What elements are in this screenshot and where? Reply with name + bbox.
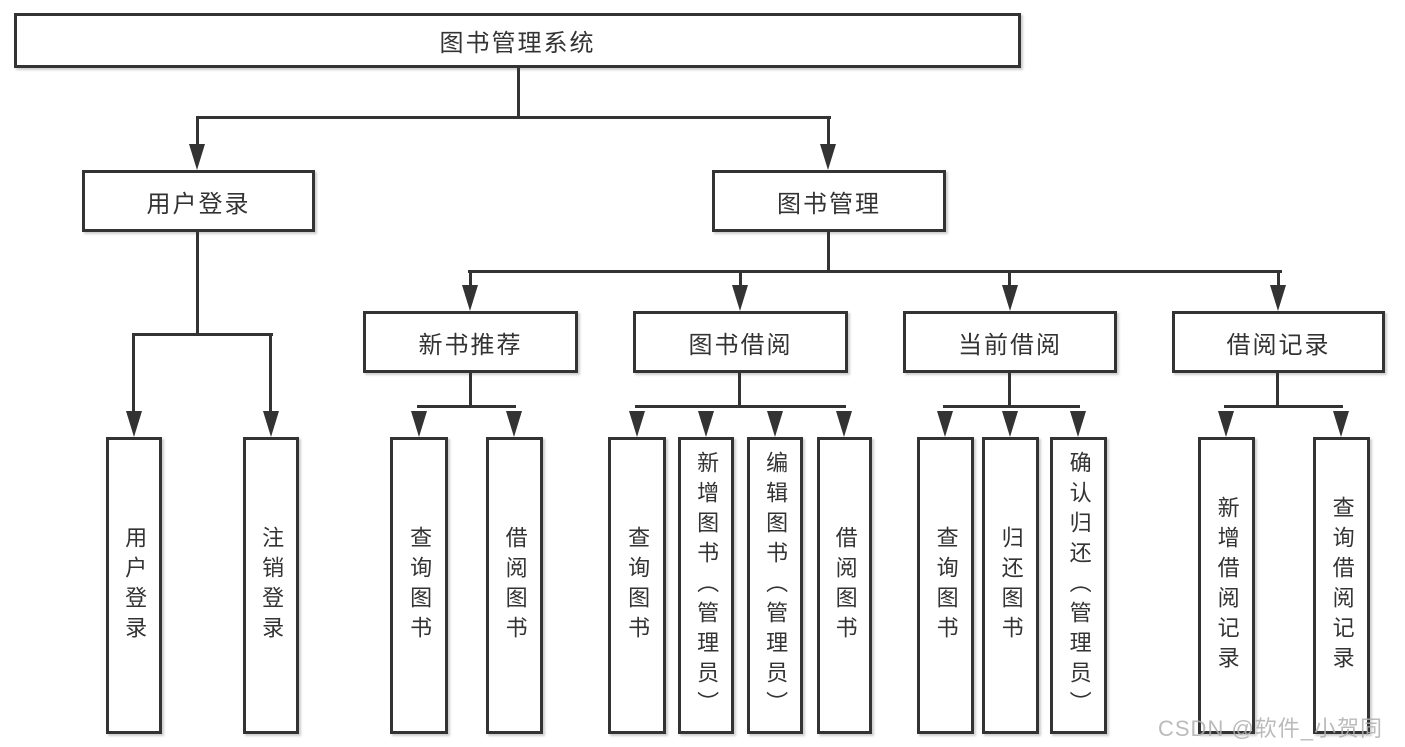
connector-borrow-records-rail [1224,405,1343,408]
node-current-borrowing: 当前借阅 [903,311,1117,373]
arrowhead-br-add-record [1218,411,1234,437]
arrowhead-current-borrowing [1002,285,1018,311]
connector-current-borrowing-rail [943,405,1080,408]
arrowhead-leaf-logout [263,411,279,437]
arrowhead-bb-add-books [698,411,714,437]
arrowhead-borrow-records [1270,285,1286,311]
node-cb-return-books: 归还图书 [982,437,1039,734]
connector-stem-book-borrowing [739,273,742,287]
arrowhead-cb-query-books [937,411,953,437]
node-leaf-user-login: 用户登录 [106,437,162,734]
node-cb-return-books-label: 归还图书 [998,525,1024,646]
node-new-book-recommend: 新书推荐 [363,311,578,373]
node-br-query-record-label: 查询借阅记录 [1329,495,1355,676]
arrowhead-cb-return-books [1002,411,1018,437]
arrowhead-cb-confirm-return [1070,411,1086,437]
node-nb-query-books-label: 查询图书 [407,525,433,646]
connector-book-borrowing-trunk [738,373,741,407]
connector-stem-current-borrowing [1008,273,1011,287]
connector-stem-new-book-recommend [469,273,472,287]
node-bb-query-books-label: 查询图书 [625,525,651,646]
connector-book-management-trunk [827,232,830,273]
node-bb-query-books: 查询图书 [608,437,666,734]
node-cb-confirm-return-admin-label: 确认归还（管理员） [1066,450,1092,721]
node-leaf-logout: 注销登录 [243,437,299,734]
node-nb-borrow-books-label: 借阅图书 [502,525,528,646]
node-book-borrowing: 图书借阅 [633,311,848,373]
connector-user-login-rail [132,333,273,336]
connector-root-trunk [517,68,520,119]
node-br-add-record-label: 新增借阅记录 [1214,495,1240,676]
connector-new-book-recommend-rail [417,405,516,408]
connector-book-borrowing-rail [635,405,846,408]
arrowhead-leaf-user-login [126,411,142,437]
connector-stem-leaf-logout [269,336,272,413]
connector-new-book-recommend-trunk [469,373,472,407]
connector-user-login-trunk [196,232,199,336]
arrowhead-new-book-recommend [462,285,478,311]
node-br-query-record: 查询借阅记录 [1313,437,1370,734]
node-bb-edit-books-admin-label: 编辑图书（管理员） [763,450,789,721]
node-nb-query-books: 查询图书 [390,437,448,734]
node-bb-edit-books-admin: 编辑图书（管理员） [747,437,803,734]
node-library-management-system: 图书管理系统 [14,13,1021,68]
connector-stem-leaf-user-login [132,336,135,413]
node-cb-query-books-label: 查询图书 [933,525,959,646]
node-bb-borrow-books-label: 借阅图书 [832,525,858,646]
arrowhead-book-borrowing [732,285,748,311]
arrowhead-nb-query-books [411,411,427,437]
node-cb-confirm-return-admin: 确认归还（管理员） [1050,437,1107,734]
connector-stem-book-management [827,119,830,146]
node-user-login: 用户登录 [82,170,315,232]
arrowhead-user-login [189,144,205,170]
node-bb-borrow-books: 借阅图书 [817,437,872,734]
connector-stem-user-login [196,119,199,146]
node-borrow-records: 借阅记录 [1172,311,1385,373]
connector-current-borrowing-trunk [1008,373,1011,407]
arrowhead-bb-edit-books [767,411,783,437]
node-br-add-record: 新增借阅记录 [1198,437,1255,734]
arrowhead-bb-borrow-books [836,411,852,437]
node-leaf-user-login-label: 用户登录 [122,525,148,646]
arrowhead-br-query-record [1333,411,1349,437]
connector-level3-rail [468,270,1282,273]
node-nb-borrow-books: 借阅图书 [486,437,543,734]
node-bb-add-books-admin-label: 新增图书（管理员） [694,450,720,721]
node-cb-query-books: 查询图书 [917,437,974,734]
connector-stem-borrow-records [1277,273,1280,287]
csdn-watermark: CSDN @软件_小贺同学 [1158,716,1384,741]
arrowhead-nb-borrow-books [506,411,522,437]
node-book-management: 图书管理 [712,170,946,232]
arrowhead-book-management [820,144,836,170]
connector-borrow-records-trunk [1276,373,1279,407]
node-leaf-logout-label: 注销登录 [259,525,285,646]
arrowhead-bb-query-books [629,411,645,437]
node-bb-add-books-admin: 新增图书（管理员） [678,437,734,734]
connector-level2-rail [196,116,831,119]
